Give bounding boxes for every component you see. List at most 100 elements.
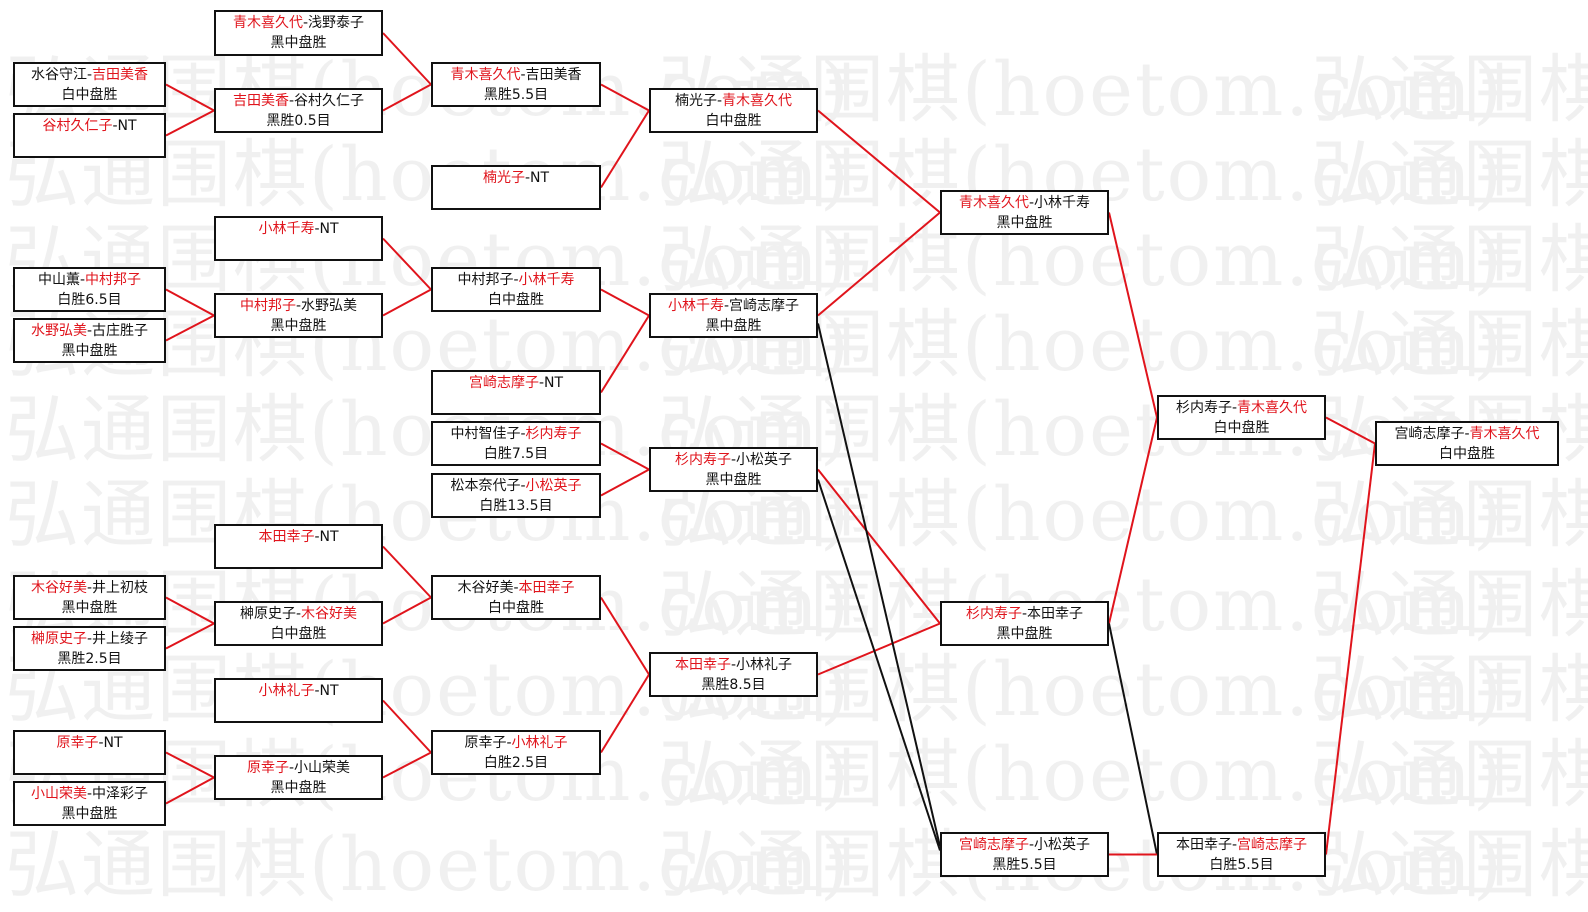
connector-d4-e2	[817, 622, 941, 676]
separator	[731, 452, 736, 468]
separator	[1232, 837, 1237, 853]
player-2: 吉田美香	[92, 67, 149, 83]
match-box-c1: 青木喜久代吉田美香黑胜5.5目	[431, 62, 601, 107]
player-1: 楠光子	[674, 93, 717, 109]
match-result: 白胜13.5目	[479, 498, 553, 514]
match-result: 黑胜8.5目	[701, 677, 766, 693]
watermark-text: 弘通围棋(hoetom.com)	[5, 822, 851, 908]
match-box-b2: 吉田美香谷村久仁子黑胜0.5目	[214, 88, 383, 133]
player-2: NT	[319, 221, 339, 237]
match-box-d2: 小林千寿宫崎志摩子黑中盘胜	[649, 293, 818, 338]
player-1: 杉内寿子	[965, 606, 1022, 622]
separator	[303, 15, 308, 31]
player-1: 小林千寿	[667, 298, 724, 314]
separator	[1022, 606, 1027, 622]
match-result: 黑胜0.5目	[266, 113, 331, 129]
connector-f1-g1	[1325, 416, 1376, 445]
match-box-b4: 中村邦子水野弘美黑中盘胜	[214, 293, 383, 338]
separator	[525, 170, 530, 186]
connector-b8-c8	[382, 751, 432, 779]
player-2: 中泽彩子	[92, 786, 149, 802]
match-box-c4: 宫崎志摩子NT	[431, 370, 601, 415]
player-1: 木谷好美	[30, 580, 87, 596]
player-1: 杉内寿子	[1175, 400, 1232, 416]
match-box-a2: 谷村久仁子NT	[13, 113, 166, 158]
player-1: 青木喜久代	[450, 67, 521, 83]
watermark-text: 弘通围棋(hoetom.com)	[1311, 472, 1588, 558]
match-result: 白中盘胜	[61, 87, 118, 103]
player-2: 宫崎志摩子	[1237, 837, 1308, 853]
match-players: 中村邦子小林千寿	[433, 270, 599, 290]
match-players: 小林千寿NT	[216, 219, 381, 239]
separator	[520, 67, 525, 83]
match-players: 本田幸子小林礼子	[651, 655, 816, 675]
player-2: 中村邦子	[85, 272, 142, 288]
match-box-c2: 楠光子NT	[431, 165, 601, 210]
connector-e1-f1	[1108, 212, 1158, 418]
separator	[289, 760, 294, 776]
match-players: 小林千寿宫崎志摩子	[651, 296, 816, 316]
match-players: 宫崎志摩子小松英子	[942, 835, 1107, 855]
connector-c7-d4	[600, 596, 650, 676]
match-players: 原幸子小山荣美	[216, 758, 381, 778]
match-result: 黑胜2.5目	[57, 651, 122, 667]
connector-c5-d3	[600, 442, 650, 471]
match-box-a5: 木谷好美井上初枝黑中盘胜	[13, 575, 166, 620]
player-2: NT	[319, 529, 339, 545]
separator	[520, 478, 525, 494]
separator	[296, 606, 301, 622]
separator	[112, 118, 117, 134]
player-2: 水野弘美	[301, 298, 358, 314]
match-result: 白中盘胜	[488, 292, 544, 308]
connector-a8-b8	[165, 776, 215, 805]
connector-d1-e1	[817, 109, 941, 214]
match-players: 本田幸子NT	[216, 527, 381, 547]
match-players: 原幸子小林礼子	[433, 733, 599, 753]
player-1: 中村邦子	[239, 298, 296, 314]
separator	[513, 580, 518, 596]
match-players: 吉田美香谷村久仁子	[216, 91, 381, 111]
match-box-c7: 木谷好美本田幸子白中盘胜	[431, 575, 601, 620]
separator	[87, 580, 92, 596]
match-players: 本田幸子宫崎志摩子	[1159, 835, 1324, 855]
connector-c8-d4	[600, 673, 650, 754]
player-2: NT	[103, 735, 123, 751]
match-box-g1: 宫崎志摩子青木喜久代白中盘胜	[1375, 421, 1559, 466]
separator	[506, 735, 511, 751]
player-2: 本田幸子	[1027, 606, 1084, 622]
connector-c3-d2	[600, 288, 650, 317]
player-1: 本田幸子	[674, 657, 731, 673]
player-1: 谷村久仁子	[42, 118, 113, 134]
player-1: 原幸子	[246, 760, 289, 776]
match-box-b7: 小林礼子NT	[214, 678, 383, 723]
match-result: 黑中盘胜	[61, 600, 118, 616]
match-players: 松本奈代子小松英子	[433, 476, 599, 496]
connector-b7-c8	[382, 699, 432, 754]
player-2: 小林礼子	[736, 657, 793, 673]
separator	[80, 272, 85, 288]
match-box-c3: 中村邦子小林千寿白中盘胜	[431, 267, 601, 312]
match-players: 中村智佳子杉内寿子	[433, 424, 599, 444]
match-box-a6: 榊原史子井上绫子黑胜2.5目	[13, 626, 166, 671]
match-result: 黑中盘胜	[705, 472, 762, 488]
connector-c1-d1	[600, 83, 650, 112]
match-result: 白中盘胜	[1213, 420, 1270, 436]
player-1: 小林礼子	[258, 683, 315, 699]
watermark-text: 弘通围棋(hoetom.com)	[1311, 647, 1588, 733]
match-players: 水谷守江吉田美香	[15, 65, 164, 85]
match-result: 黑胜5.5目	[483, 87, 549, 103]
player-1: 中村智佳子	[450, 426, 521, 442]
match-players: 榊原史子木谷好美	[216, 604, 381, 624]
connector-b3-c3	[382, 237, 432, 291]
separator	[87, 631, 92, 647]
match-box-d4: 本田幸子小林礼子黑胜8.5目	[649, 652, 818, 697]
player-2: 小山荣美	[294, 760, 351, 776]
match-result: 黑胜5.5目	[992, 857, 1057, 873]
match-players: 中山薫中村邦子	[15, 270, 164, 290]
player-1: 榊原史子	[239, 606, 296, 622]
connector-a2-b2	[165, 109, 215, 137]
match-players: 木谷好美井上初枝	[15, 578, 164, 598]
match-box-b3: 小林千寿NT	[214, 216, 383, 261]
watermark-text: 弘通围棋(hoetom.com)	[658, 732, 1504, 818]
match-box-d1: 楠光子青木喜久代白中盘胜	[649, 88, 818, 133]
